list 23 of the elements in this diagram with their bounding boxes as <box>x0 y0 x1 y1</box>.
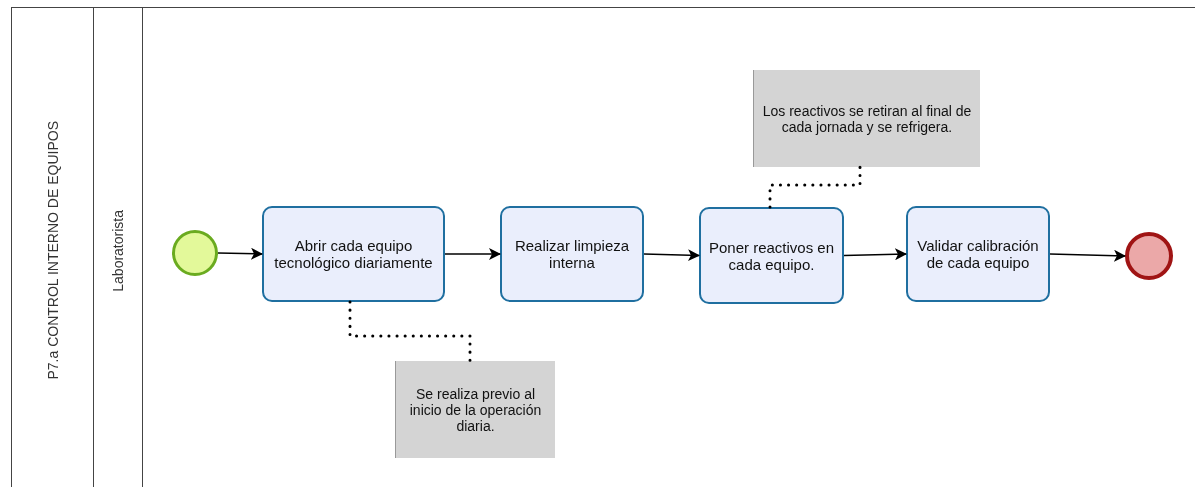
annotation-text: Los reactivos se retiran al final de cada jornada y se refrigera. <box>762 102 972 135</box>
task-box <box>500 206 644 302</box>
lane-title: Laboratorista <box>110 209 126 292</box>
task-box <box>699 207 844 304</box>
text-annotation <box>753 70 980 167</box>
sequence-arrow <box>217 247 263 260</box>
task-label: Validar calibración de cada equipo <box>916 237 1040 271</box>
sequence-arrow <box>444 248 501 260</box>
association-line <box>348 300 472 363</box>
text-annotation <box>395 361 555 458</box>
sequence-arrow <box>843 248 907 261</box>
start-event-circle <box>172 230 218 276</box>
association-line <box>768 165 862 209</box>
task-box <box>906 206 1050 302</box>
annotation-text: Se realiza previo al inicio de la operación diaria. <box>408 385 543 434</box>
task-label: Realizar limpieza interna <box>513 237 631 271</box>
pool-title: P7.a CONTROL INTERNO DE EQUIPOS <box>44 120 61 380</box>
task-box <box>262 206 445 302</box>
task-label: Poner reactivos en cada equipo. <box>707 238 836 273</box>
sequence-arrow <box>1049 249 1126 262</box>
sequence-arrow <box>643 249 700 262</box>
task-label: Abrir cada equipo tecnológico diariamente <box>273 237 434 271</box>
end-event-circle <box>1125 232 1173 280</box>
